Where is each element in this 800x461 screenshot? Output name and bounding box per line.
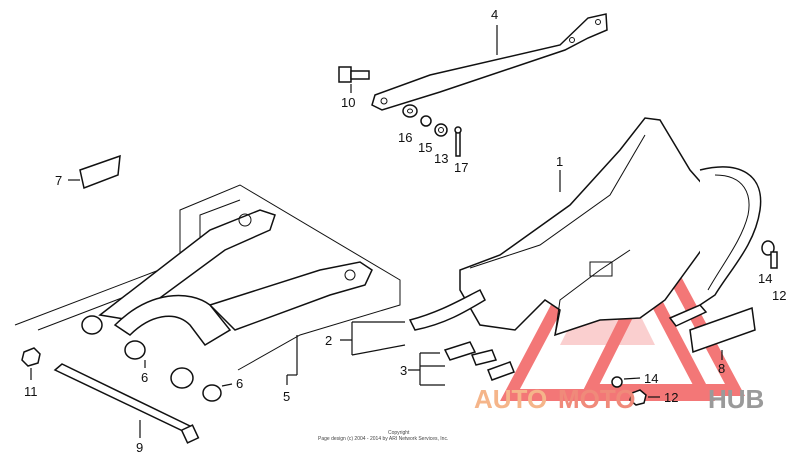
callout-17: 17 bbox=[454, 160, 468, 175]
label-plate-7 bbox=[79, 154, 121, 190]
washer-15 bbox=[420, 115, 432, 127]
callout-3: 3 bbox=[400, 363, 407, 378]
nut-12-lower bbox=[629, 389, 647, 406]
watermark-auto: AUTO bbox=[474, 384, 547, 414]
nut-13 bbox=[434, 123, 448, 137]
pivot-bolt-9 bbox=[53, 363, 200, 444]
callout-13: 13 bbox=[434, 151, 448, 166]
washer-16 bbox=[402, 104, 418, 118]
callout-11: 11 bbox=[24, 384, 38, 399]
drive-chain bbox=[408, 166, 762, 331]
callout-14-upper: 14 bbox=[758, 271, 772, 286]
callout-15: 15 bbox=[418, 140, 432, 155]
bolt-10 bbox=[338, 66, 370, 83]
bolt-14-upper bbox=[761, 240, 778, 269]
callout-14-lower: 14 bbox=[644, 371, 658, 386]
callout-9: 9 bbox=[136, 440, 143, 455]
watermark-moto: MOTO bbox=[558, 384, 636, 414]
cotter-pin-17 bbox=[454, 126, 462, 157]
bushing-6b bbox=[170, 367, 222, 402]
callout-6-right: 6 bbox=[236, 376, 243, 391]
callout-12-lower: 12 bbox=[664, 390, 678, 405]
callout-16: 16 bbox=[398, 130, 412, 145]
callout-10: 10 bbox=[341, 95, 355, 110]
sticker-8 bbox=[689, 306, 756, 354]
bolt-14-lower bbox=[611, 376, 623, 388]
callout-4: 4 bbox=[491, 7, 498, 22]
watermark-hub: HUB bbox=[708, 384, 764, 414]
copyright-line1: Copyright bbox=[388, 430, 410, 436]
nut-11 bbox=[21, 347, 41, 367]
callout-5: 5 bbox=[283, 389, 290, 404]
callout-6-left: 6 bbox=[141, 370, 148, 385]
callout-2: 2 bbox=[325, 333, 332, 348]
callout-7: 7 bbox=[55, 173, 62, 188]
master-link-3 bbox=[443, 341, 515, 381]
bushing-6a bbox=[81, 315, 146, 360]
callout-12-upper: 12 bbox=[772, 288, 786, 303]
copyright-line2: Page design (c) 2004 - 2014 by ARI Netwo… bbox=[318, 436, 448, 442]
callout-1: 1 bbox=[556, 154, 563, 169]
chain-case bbox=[459, 117, 721, 337]
callout-8: 8 bbox=[718, 361, 725, 376]
swing-arm bbox=[98, 209, 373, 346]
chain-case-bracket bbox=[371, 13, 608, 111]
